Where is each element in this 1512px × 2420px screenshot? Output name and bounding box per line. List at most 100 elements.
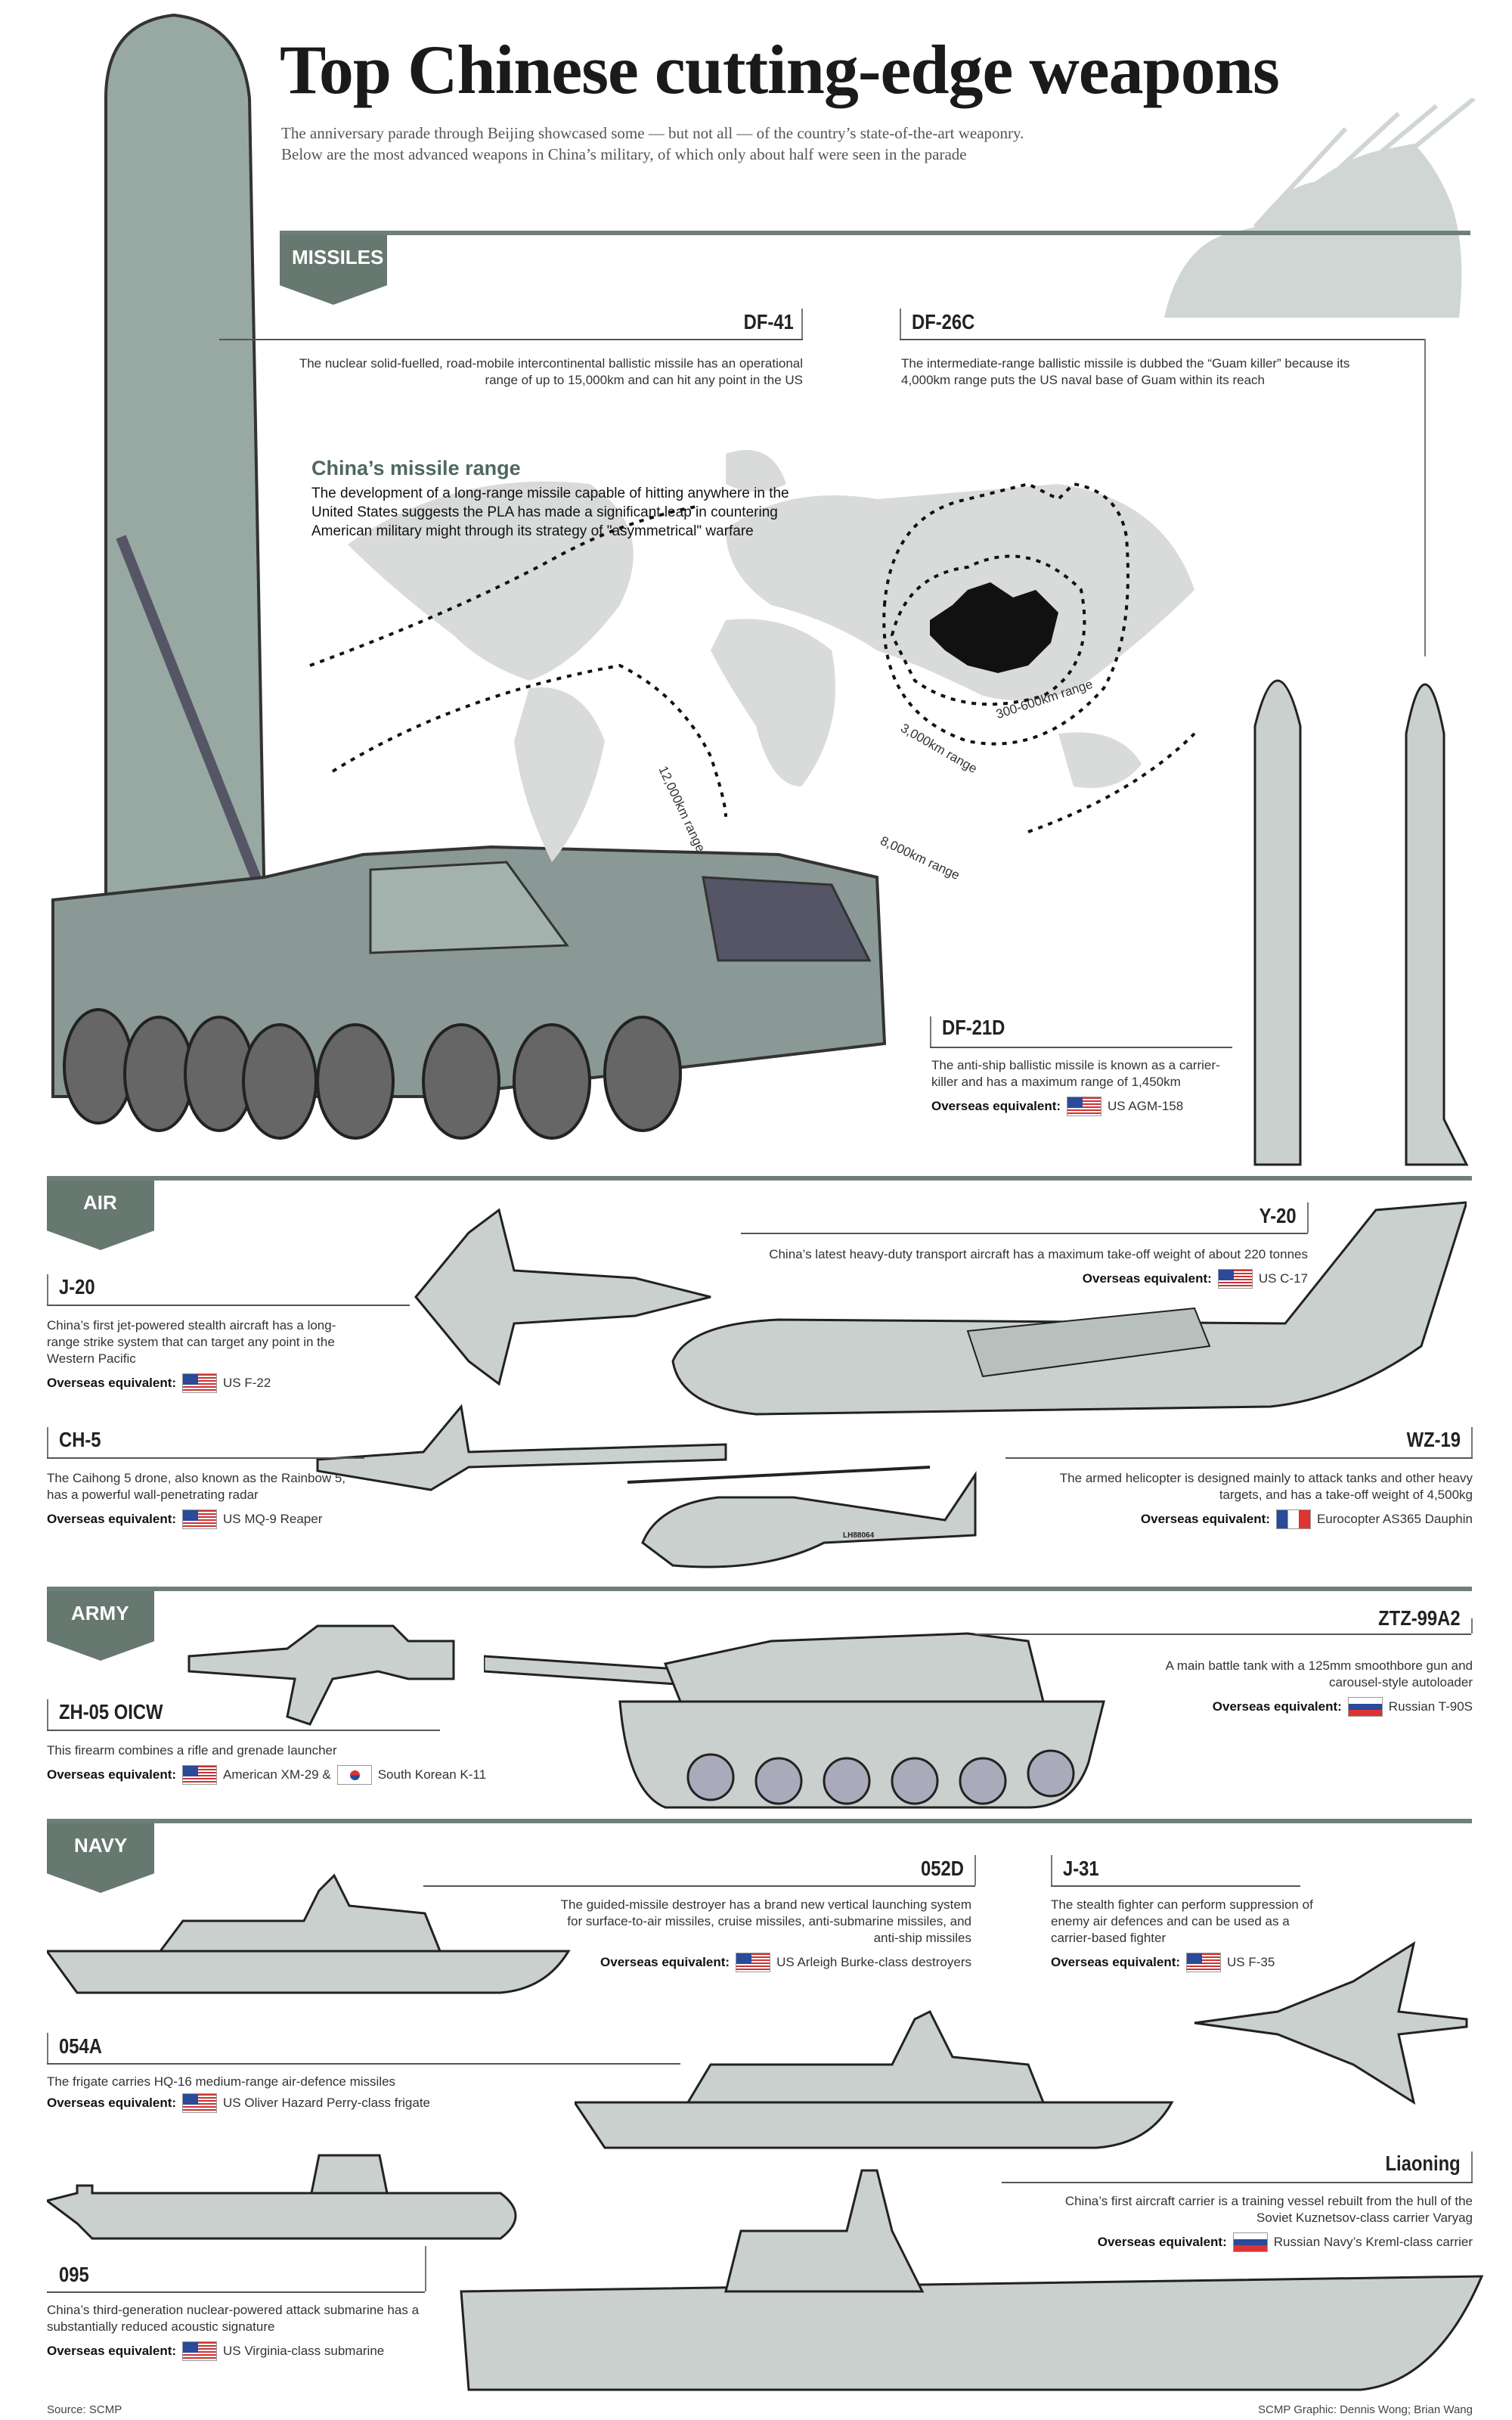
us-flag-icon <box>1217 1269 1253 1289</box>
map-description: The development of a long-range missile … <box>311 486 789 539</box>
ztz99a2-tank-illustration <box>484 1632 1105 1809</box>
ch5-equivalent: Overseas equivalent:US MQ-9 Reaper <box>47 1509 364 1529</box>
liaoning-leader-line <box>1002 2182 1473 2183</box>
russia-flag-icon <box>1232 2232 1268 2252</box>
liaoning-title: Liaoning <box>1385 2152 1461 2175</box>
ch5-info: The Caihong 5 drone, also known as the R… <box>47 1470 364 1529</box>
equivalent-label: Overseas equivalent: <box>47 2344 177 2358</box>
equivalent-value: US F-35 <box>1227 1955 1275 1969</box>
ch5-drone-illustration <box>316 1404 727 1491</box>
wz19-description: The armed helicopter is designed mainly … <box>1059 1471 1473 1502</box>
south-korea-flag-icon <box>336 1765 372 1785</box>
054a-leader-line <box>47 2033 48 2063</box>
df41-title: DF-41 <box>743 310 794 334</box>
equivalent-label: Overseas equivalent: <box>600 1955 730 1969</box>
zh05-rifle-illustration <box>187 1624 455 1726</box>
ch5-leader-line <box>47 1457 364 1459</box>
df21d-equivalent: Overseas equivalent: US AGM-158 <box>931 1097 1234 1116</box>
us-flag-icon <box>1067 1097 1102 1116</box>
ztz99a2-leader-line <box>1471 1618 1473 1634</box>
052d-description: The guided-missile destroyer has a brand… <box>560 1897 971 1945</box>
wz19-helicopter-illustration <box>627 1466 977 1568</box>
y20-equivalent: Overseas equivalent:US C-17 <box>1083 1269 1308 1289</box>
page-subtitle: The anniversary parade through Beijing s… <box>281 123 1264 165</box>
equivalent-label: Overseas equivalent: <box>47 1767 177 1782</box>
ztz99a2-title: ZTZ-99A2 <box>1378 1606 1461 1630</box>
russia-flag-icon <box>1347 1697 1383 1717</box>
j20-equivalent: Overseas equivalent: US F-22 <box>47 1373 357 1393</box>
section-tab-air: AIR <box>47 1181 154 1250</box>
equivalent-value: Russian T-90S <box>1388 1699 1473 1714</box>
j31-title: J-31 <box>1063 1857 1099 1880</box>
wz19-info: The armed helicopter is designed mainly … <box>1049 1470 1473 1529</box>
df26c-title: DF-26C <box>912 310 975 334</box>
df41-description: The nuclear solid-fuelled, road-mobile i… <box>299 356 803 387</box>
y20-info: China’s latest heavy-duty transport airc… <box>665 1246 1308 1289</box>
df26c-leader-line <box>900 339 1425 340</box>
equivalent-value: US AGM-158 <box>1108 1099 1184 1113</box>
equivalent-label: Overseas equivalent: <box>47 1512 177 1526</box>
095-leader-line <box>47 2291 425 2293</box>
equivalent-value: US F-22 <box>223 1376 271 1390</box>
section-divider <box>47 1176 1472 1181</box>
china-shape <box>930 582 1058 673</box>
us-flag-icon <box>182 2341 218 2361</box>
052d-destroyer-illustration <box>47 1873 571 1994</box>
j20-aircraft-illustration <box>414 1208 711 1386</box>
j20-title: J-20 <box>59 1275 95 1298</box>
052d-leader-line <box>423 1885 975 1887</box>
j31-aircraft-illustration <box>1194 1941 1468 2105</box>
j31-description: The stealth fighter can perform suppress… <box>1051 1897 1313 1945</box>
section-divider <box>280 231 1470 235</box>
us-flag-icon <box>182 2093 218 2113</box>
equivalent-value: US Oliver Hazard Perry-class frigate <box>223 2096 430 2110</box>
zh05-leader-line <box>47 1699 48 1730</box>
section-tab-army: ARMY <box>47 1591 154 1661</box>
section-divider <box>47 1587 1472 1591</box>
liaoning-equivalent: Overseas equivalent: Russian Navy’s Kreml… <box>1098 2232 1473 2252</box>
liaoning-description: China’s first aircraft carrier is a trai… <box>1064 2194 1473 2225</box>
equivalent-value: Russian Navy’s Kreml-class carrier <box>1273 2235 1473 2249</box>
us-flag-icon <box>1186 1953 1222 1972</box>
map-title: China’s missile range <box>311 457 521 479</box>
054a-description: The frigate carries HQ-16 medium-range a… <box>47 2074 396 2089</box>
052d-info: The guided-missile destroyer has a brand… <box>548 1897 971 1972</box>
095-title: 095 <box>59 2263 89 2286</box>
ztz99a2-description: A main battle tank with a 125mm smoothbo… <box>1165 1658 1473 1689</box>
y20-leader-line <box>1307 1202 1309 1233</box>
footer-credit: SCMP Graphic: Dennis Wong; Brian Wang <box>1257 2403 1473 2416</box>
equivalent-label: Overseas equivalent: <box>47 2096 177 2110</box>
y20-description: China’s latest heavy-duty transport airc… <box>769 1247 1308 1261</box>
us-flag-icon <box>182 1373 218 1393</box>
df21d-info: The anti-ship ballistic missile is known… <box>931 1057 1234 1116</box>
world-range-map <box>309 450 1196 862</box>
095-submarine-illustration <box>47 2154 517 2240</box>
y20-title: Y-20 <box>1259 1204 1297 1227</box>
footer-source: Source: SCMP <box>47 2403 122 2416</box>
liaoning-carrier-illustration <box>460 2169 1484 2391</box>
equivalent-label: Overseas equivalent: <box>1097 2235 1227 2249</box>
wz19-equivalent: Overseas equivalent:Eurocopter AS365 Dau… <box>1141 1509 1473 1529</box>
y20-leader-line <box>741 1233 1308 1234</box>
subtitle-line: The anniversary parade through Beijing s… <box>281 124 1024 142</box>
zh05-description: This firearm combines a rifle and grenad… <box>47 1743 337 1758</box>
equivalent-label: Overseas equivalent: <box>931 1099 1061 1113</box>
subtitle-line: Below are the most advanced weapons in C… <box>281 145 967 163</box>
section-divider <box>47 1819 1472 1823</box>
ch5-leader-line <box>47 1427 48 1457</box>
ch5-title: CH-5 <box>59 1428 101 1451</box>
ztz99a2-equivalent: Overseas equivalent:Russian T-90S <box>1213 1697 1473 1717</box>
equivalent-value: American XM-29 & <box>223 1767 331 1782</box>
ztz99a2-leader-line <box>975 1634 1471 1635</box>
df21d-description: The anti-ship ballistic missile is known… <box>931 1058 1220 1089</box>
equivalent-label: Overseas equivalent: <box>1082 1271 1212 1286</box>
equivalent-value: US Arleigh Burke-class destroyers <box>776 1955 971 1969</box>
j31-info: The stealth fighter can perform suppress… <box>1051 1897 1323 1972</box>
j31-equivalent: Overseas equivalent:US F-35 <box>1051 1953 1323 1972</box>
ch5-description: The Caihong 5 drone, also known as the R… <box>47 1471 346 1502</box>
us-flag-icon <box>736 1953 771 1972</box>
j20-description: China’s first jet-powered stealth aircra… <box>47 1318 336 1366</box>
equivalent-label: Overseas equivalent: <box>47 1376 177 1390</box>
y20-aircraft-illustration <box>671 1201 1467 1416</box>
zh05-info: This firearm combines a rifle and grenad… <box>47 1742 486 1785</box>
